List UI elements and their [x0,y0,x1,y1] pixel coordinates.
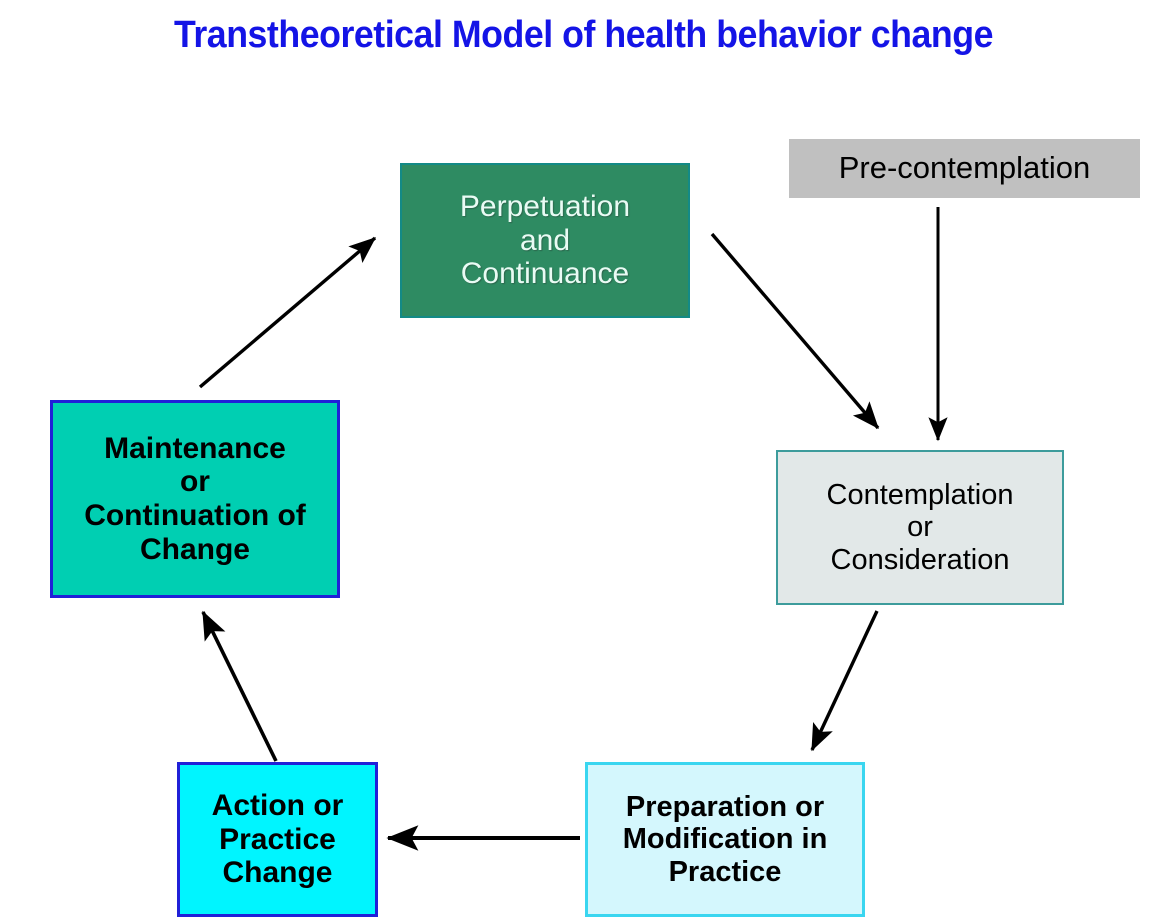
node-pre-contemplation[interactable]: Pre-contemplation [789,139,1140,198]
arrow-contemplation-to-preparation [810,610,879,752]
node-label: Action or Practice Change [211,789,344,890]
node-label: Perpetuation and Continuance [459,190,631,291]
node-label: Pre-contemplation [838,150,1091,186]
arrow-perpetuation-to-contemplation [710,232,880,430]
node-label: Contemplation or Consideration [826,478,1014,576]
node-maintenance-or-continuation-of-change[interactable]: Maintenance or Continuation of Change [50,400,340,598]
node-label: Maintenance or Continuation of Change [84,431,306,566]
node-perpetuation-and-continuance[interactable]: Perpetuation and Continuance [400,163,690,318]
arrow-action-to-maintenance [201,610,278,762]
arrow-maintenance-to-perpetuation [198,236,377,389]
node-preparation-or-modification-in-practice[interactable]: Preparation or Modification in Practice [585,762,865,917]
node-action-or-practice-change[interactable]: Action or Practice Change [177,762,378,917]
page-title: Transtheoretical Model of health behavio… [173,14,994,56]
node-contemplation-or-consideration[interactable]: Contemplation or Consideration [776,450,1064,605]
node-label: Preparation or Modification in Practice [622,790,828,888]
